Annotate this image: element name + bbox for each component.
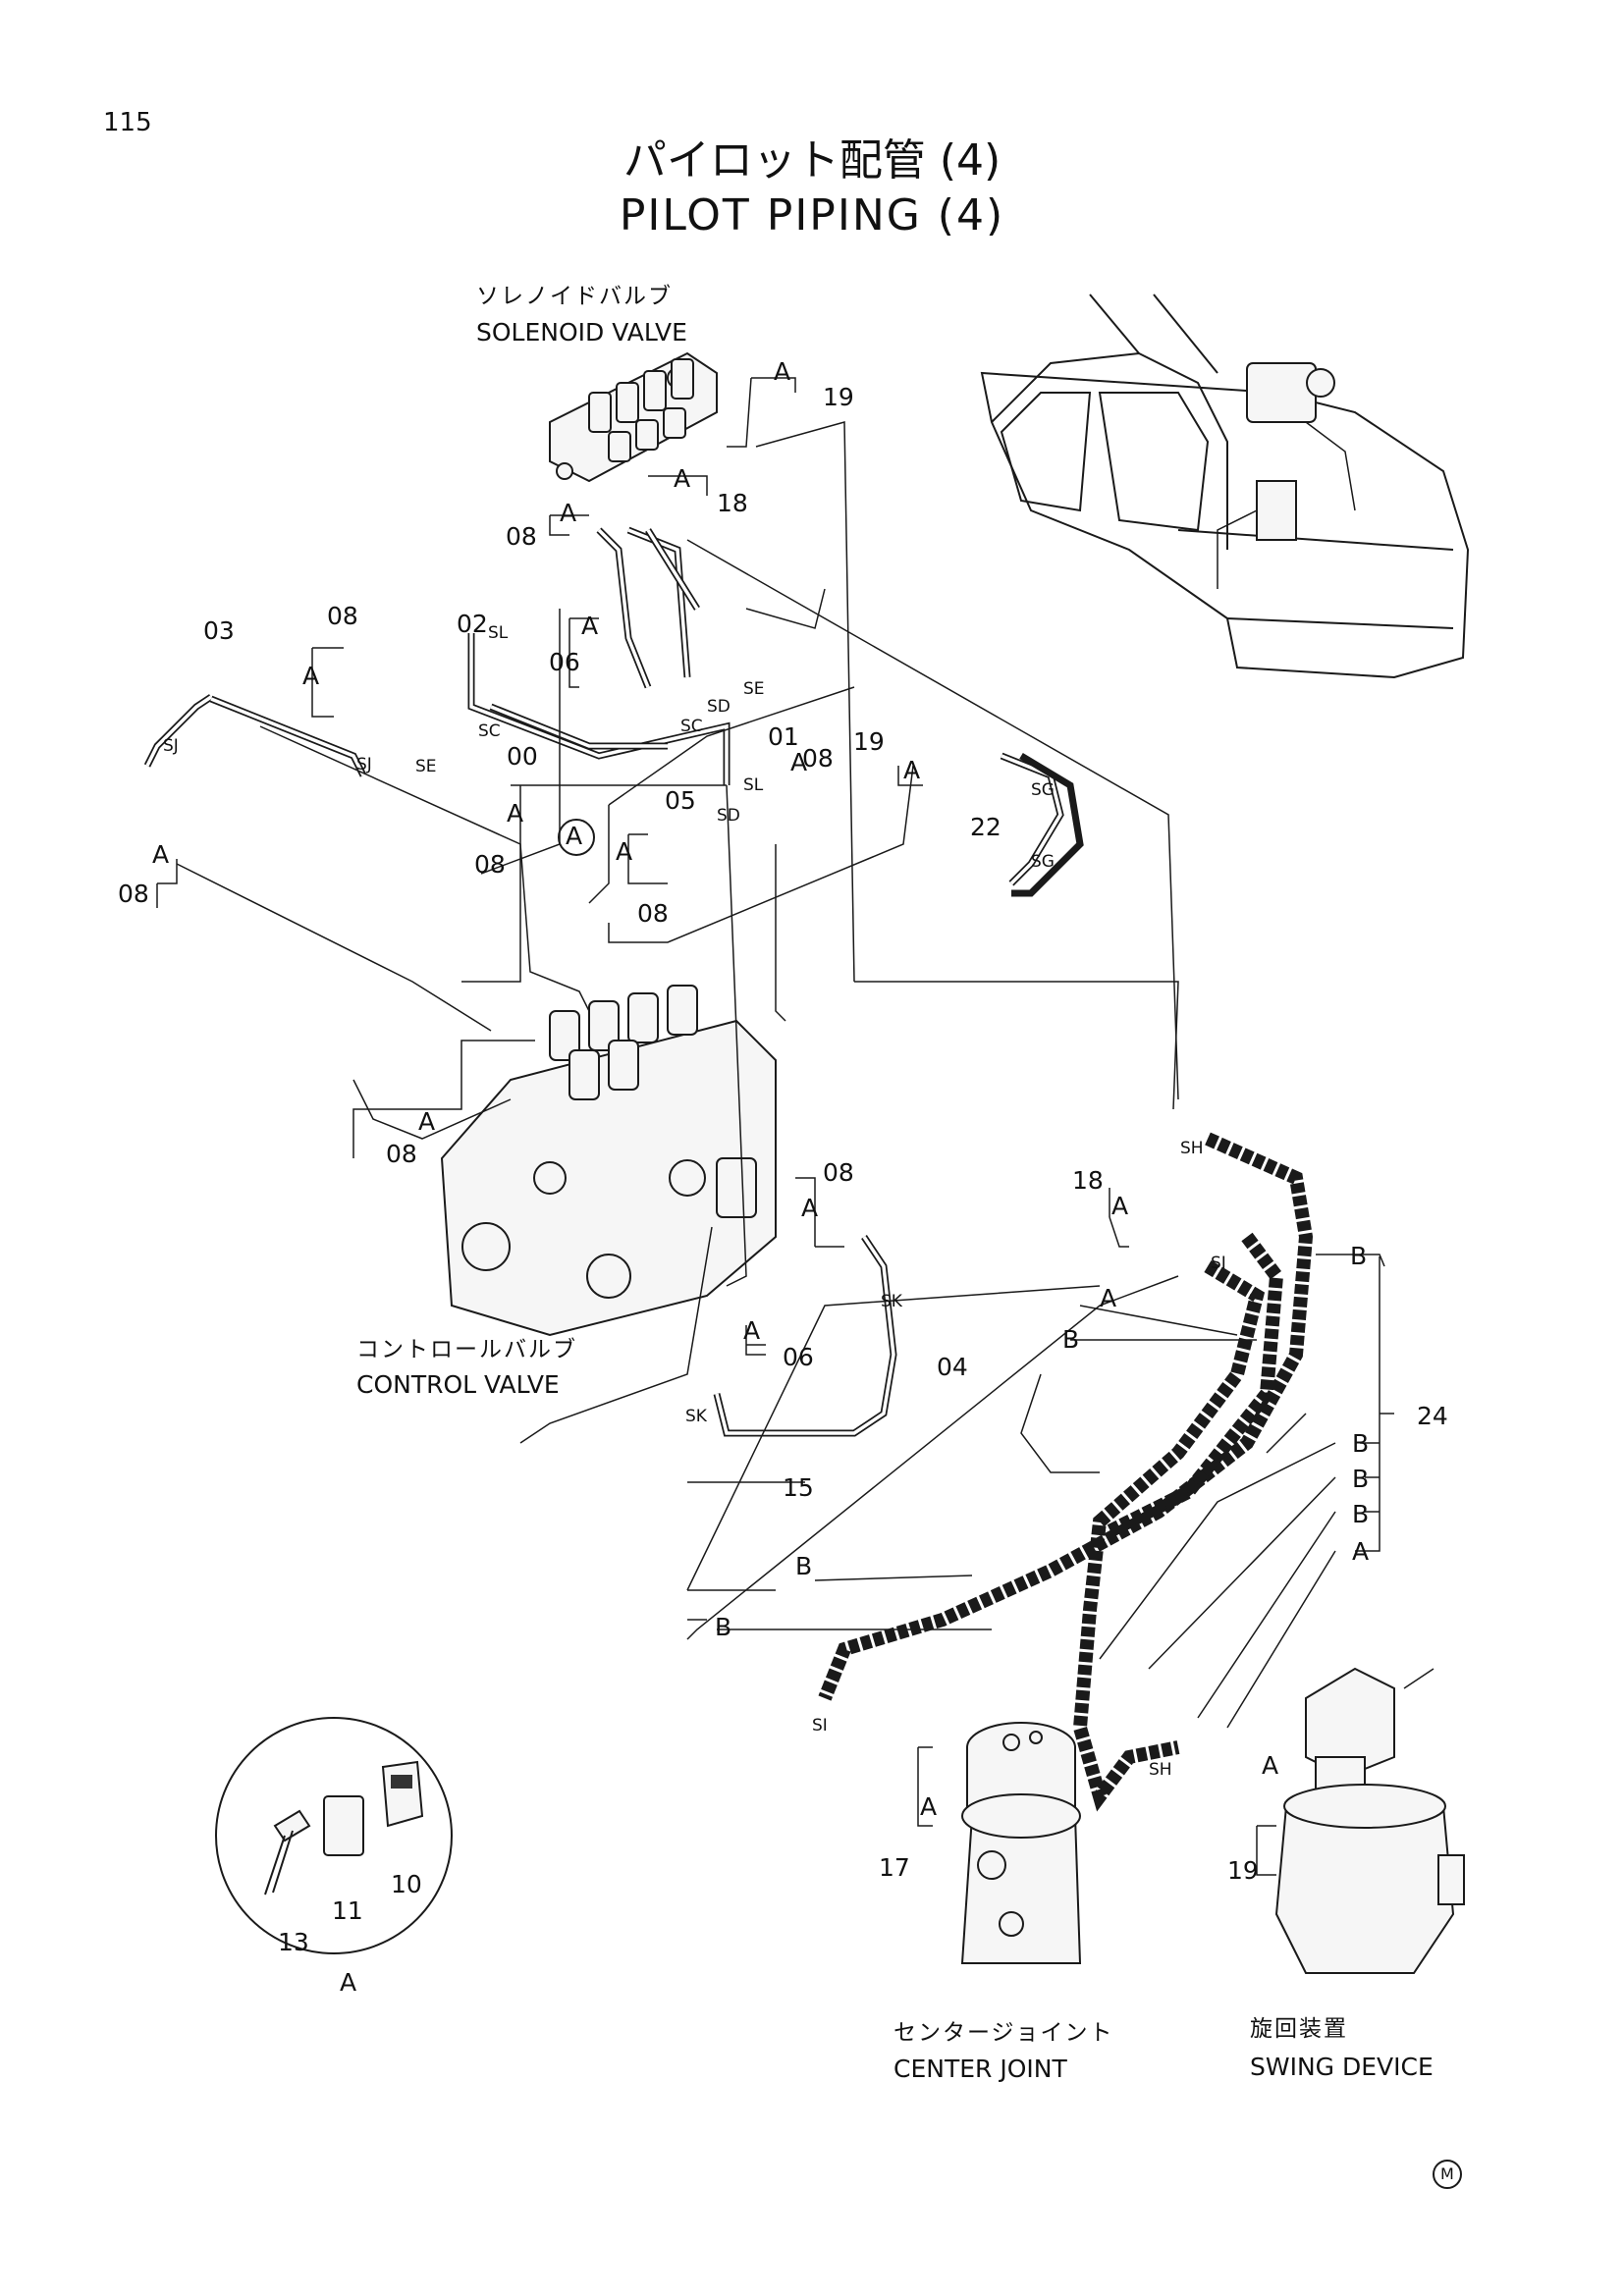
port-label-sj: SJ bbox=[356, 755, 372, 774]
letter-A: A bbox=[616, 837, 633, 866]
letter-B: B bbox=[715, 1613, 732, 1641]
center-joint-label-jp: センタージョイント bbox=[893, 2020, 1114, 2046]
callout-08: 08 bbox=[327, 602, 358, 630]
callout-19: 19 bbox=[1227, 1856, 1259, 1885]
port-label-sh: SH bbox=[1149, 1760, 1172, 1780]
callout-08: 08 bbox=[823, 1158, 854, 1187]
control-valve-label-en: CONTROL VALVE bbox=[356, 1370, 560, 1399]
callout-06: 06 bbox=[549, 648, 580, 676]
circled-callout-A bbox=[558, 819, 595, 856]
letter-B: B bbox=[1352, 1429, 1370, 1458]
callout-01: 01 bbox=[768, 722, 799, 751]
port-label-sl: SL bbox=[488, 623, 509, 643]
letter-A: A bbox=[743, 1316, 761, 1345]
control-valve-drawing bbox=[440, 985, 777, 1337]
page-title-jp: パイロット配管 (4) bbox=[623, 135, 1001, 186]
letter-A: A bbox=[1262, 1751, 1279, 1780]
callout-13: 13 bbox=[278, 1928, 309, 1956]
center-joint-label-en: CENTER JOINT bbox=[893, 2055, 1067, 2083]
callout-10: 10 bbox=[391, 1870, 422, 1898]
callout-08: 08 bbox=[386, 1140, 417, 1168]
letter-B: B bbox=[1352, 1500, 1370, 1528]
callout-06: 06 bbox=[783, 1343, 814, 1371]
page-number: 115 bbox=[103, 108, 152, 137]
letter-B: B bbox=[1350, 1242, 1368, 1270]
center-joint-drawing bbox=[960, 1722, 1082, 1964]
port-label-sc: SC bbox=[478, 721, 501, 741]
callout-03: 03 bbox=[203, 616, 235, 645]
excavator-silhouette bbox=[980, 294, 1470, 679]
solenoid-valve-drawing bbox=[549, 351, 718, 483]
callout-19: 19 bbox=[823, 383, 854, 411]
leader-lines bbox=[156, 377, 1394, 1876]
callout-18: 18 bbox=[717, 489, 748, 517]
callout-15: 15 bbox=[783, 1473, 814, 1502]
swing-device-label-en: SWING DEVICE bbox=[1250, 2053, 1434, 2081]
letter-A: A bbox=[920, 1792, 938, 1821]
letter-A: A bbox=[790, 748, 808, 776]
letter-B: B bbox=[1352, 1465, 1370, 1493]
port-label-sl: SL bbox=[743, 775, 764, 795]
port-label-si: SI bbox=[812, 1716, 828, 1735]
port-label-si: SI bbox=[1211, 1254, 1226, 1273]
letter-A: A bbox=[1352, 1537, 1370, 1566]
callout-05: 05 bbox=[665, 786, 696, 815]
callout-11: 11 bbox=[332, 1896, 363, 1925]
port-label-sk: SK bbox=[685, 1407, 707, 1426]
callout-08: 08 bbox=[474, 850, 506, 879]
port-label-se: SE bbox=[415, 757, 437, 776]
callout-04: 04 bbox=[937, 1353, 968, 1381]
callout-19: 19 bbox=[853, 727, 885, 756]
callout-24: 24 bbox=[1417, 1402, 1448, 1430]
letter-A: A bbox=[1111, 1192, 1129, 1220]
port-label-se: SE bbox=[743, 679, 765, 699]
callout-00: 00 bbox=[507, 742, 538, 771]
letter-A: A bbox=[903, 756, 921, 784]
letter-A: A bbox=[418, 1107, 436, 1136]
port-label-sg: SG bbox=[1031, 852, 1055, 872]
registered-mark bbox=[1433, 2160, 1462, 2189]
port-label-sg: SG bbox=[1031, 780, 1055, 800]
port-label-sc: SC bbox=[680, 717, 703, 736]
registered-mark-letter: M bbox=[1440, 2164, 1454, 2183]
letter-A: A bbox=[560, 499, 577, 527]
solenoid-valve-label-jp: ソレノイドバルブ bbox=[476, 284, 673, 309]
letter-A: A bbox=[1100, 1284, 1117, 1312]
callout-08: 08 bbox=[802, 744, 834, 773]
steel-pipes bbox=[143, 526, 1064, 1437]
port-label-sh: SH bbox=[1180, 1139, 1204, 1158]
letter-A: A bbox=[340, 1968, 357, 1997]
solenoid-valve-label-en: SOLENOID VALVE bbox=[476, 318, 687, 347]
detail-circle-A bbox=[215, 1717, 453, 1954]
letter-A: A bbox=[152, 840, 170, 869]
callout-22: 22 bbox=[970, 813, 1001, 841]
letter-A: A bbox=[581, 612, 599, 640]
swing-device-drawing bbox=[1274, 1667, 1465, 1974]
page-title-en: PILOT PIPING (4) bbox=[619, 190, 1005, 240]
port-label-sk: SK bbox=[881, 1292, 902, 1311]
swing-device-label-jp: 旋回装置 bbox=[1250, 2016, 1348, 2042]
letter-A: A bbox=[302, 662, 320, 690]
callout-08: 08 bbox=[637, 899, 669, 928]
circled-callout-A-letter: A bbox=[566, 822, 583, 850]
port-label-sd: SD bbox=[707, 697, 731, 717]
letter-B: B bbox=[1062, 1325, 1080, 1354]
callout-08: 08 bbox=[118, 880, 149, 908]
letter-A: A bbox=[774, 357, 791, 386]
letter-B: B bbox=[795, 1552, 813, 1580]
callout-18: 18 bbox=[1072, 1166, 1104, 1195]
hoses bbox=[818, 1132, 1314, 1812]
port-label-sd: SD bbox=[717, 806, 740, 826]
control-valve-label-jp: コントロールバルブ bbox=[356, 1337, 577, 1362]
letter-A: A bbox=[674, 464, 691, 493]
letter-A: A bbox=[507, 799, 524, 828]
callout-17: 17 bbox=[879, 1853, 910, 1882]
callout-02: 02 bbox=[457, 610, 488, 638]
callout-08: 08 bbox=[506, 522, 537, 551]
letter-A: A bbox=[801, 1194, 819, 1222]
hose-22 bbox=[1011, 752, 1084, 897]
port-label-sj: SJ bbox=[163, 736, 179, 756]
